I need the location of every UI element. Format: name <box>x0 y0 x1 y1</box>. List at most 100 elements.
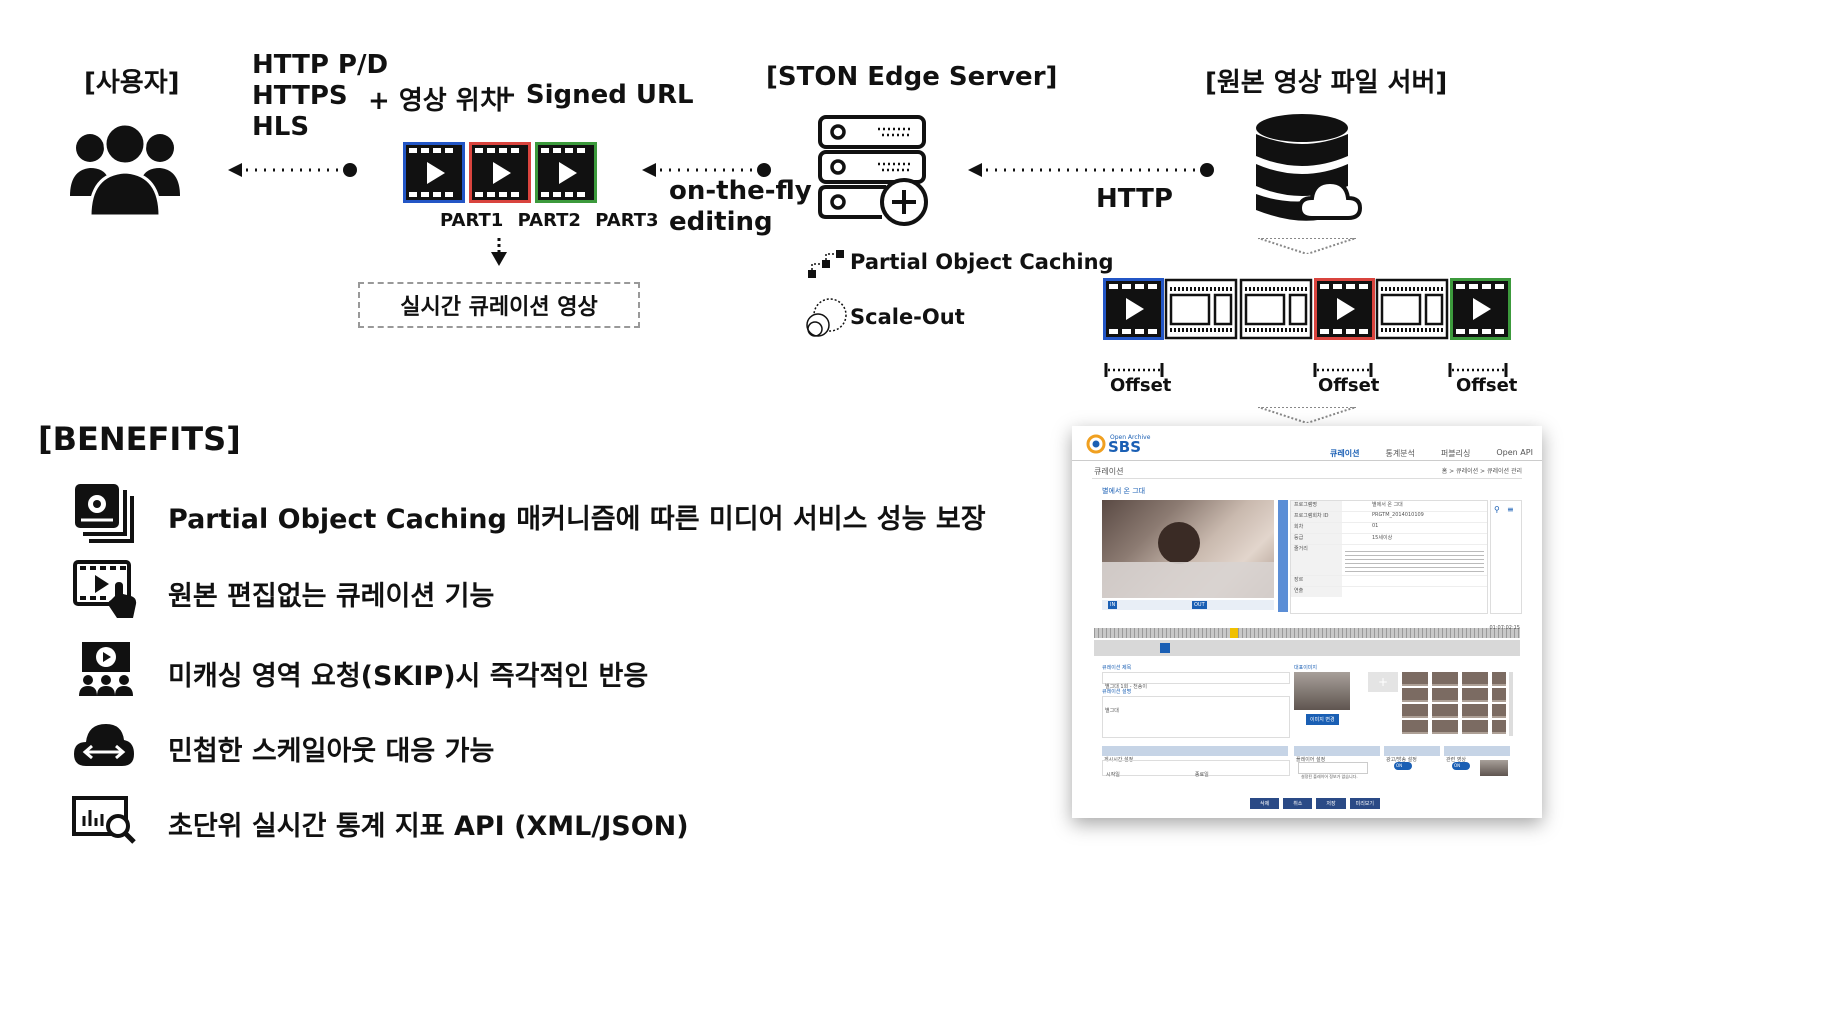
sbs-autoplay-header: 광고/방송 설정 <box>1384 746 1440 763</box>
fly-line1: on-the-fly <box>669 176 812 206</box>
user-label: [사용자] <box>84 68 180 98</box>
part-labels: PART1 PART2 PART3 <box>440 210 659 231</box>
server-add-icon <box>818 115 928 226</box>
sbs-action-buttons: 삭제 취소 저장 미리보기 <box>1250 798 1381 809</box>
sbs-timeline-marker[interactable] <box>1230 628 1238 638</box>
arrow-down-icon <box>491 238 507 266</box>
sbs-archive-label: Open Archive <box>1110 434 1151 441</box>
scale-out-label: Scale-Out <box>850 305 965 329</box>
benefits-title: [BENEFITS] <box>38 420 241 458</box>
gallery-icon <box>75 484 134 543</box>
sbs-info-row: 연출 <box>1291 587 1487 597</box>
sbs-side-panel: ⚲ ≡ <box>1490 500 1522 614</box>
sbs-curation-title-label: 큐레이션 제목 <box>1102 665 1132 671</box>
sbs-related-header: 관련 영상 <box>1444 746 1510 763</box>
users-icon <box>70 122 180 216</box>
sbs-related-thumb <box>1480 760 1508 776</box>
partial-object-caching-label: Partial Object Caching <box>850 250 1114 274</box>
param-signed-url: + Signed URL <box>495 80 694 110</box>
sbs-rep-image <box>1294 672 1350 710</box>
sbs-thumbnail-scrollbar[interactable] <box>1509 672 1513 736</box>
sbs-info-row: 줄거리 <box>1291 545 1487 576</box>
strip-frame-blue <box>1103 278 1164 340</box>
sbs-video-figure <box>1158 522 1200 564</box>
sbs-nav-publishing[interactable]: 퍼블리싱 <box>1440 449 1471 458</box>
down-triangle-icon-1 <box>1258 238 1356 254</box>
sbs-in-button[interactable]: IN <box>1108 601 1118 609</box>
sbs-logo-icon <box>1086 434 1106 454</box>
video-touch-icon <box>73 560 137 618</box>
sbs-player-select[interactable]: 설정된 플레이어 정보가 없습니다. <box>1298 762 1368 779</box>
sbs-autoplay-toggle[interactable]: ON <box>1394 762 1412 770</box>
offset-label-2: Offset <box>1318 375 1380 396</box>
sbs-delete-button[interactable]: 삭제 <box>1250 798 1280 809</box>
sbs-image-change-button[interactable]: 이미지 변경 <box>1306 714 1339 725</box>
part2-film <box>469 142 531 203</box>
sbs-side-search-icon[interactable]: ⚲ <box>1494 505 1500 514</box>
scale-out-icon <box>806 298 847 337</box>
sbs-nav-curation[interactable]: 큐레이션 <box>1330 449 1360 458</box>
benefit-4-text: 민첩한 스케일아웃 대응 가능 <box>168 736 495 767</box>
benefit-1-text: Partial Object Caching 매커니즘에 따른 미디어 서비스 … <box>168 504 986 535</box>
sbs-nav-openapi[interactable]: Open API <box>1496 448 1533 457</box>
sbs-add-thumb-button[interactable]: + <box>1368 672 1398 692</box>
protocol-http: HTTP P/D <box>252 50 389 80</box>
benefit-2-text: 원본 편집없는 큐레이션 기능 <box>168 581 495 612</box>
sbs-out-button[interactable]: OUT <box>1192 601 1207 609</box>
part3-label: PART3 <box>595 210 659 231</box>
sbs-cancel-button[interactable]: 취소 <box>1283 798 1313 809</box>
sbs-program-title: 별에서 온 그대 <box>1102 487 1146 495</box>
sbs-curation-title-input[interactable]: 별그대 1회 - 천송이 <box>1102 672 1290 690</box>
sbs-nav-stats[interactable]: 통계분석 <box>1385 449 1415 458</box>
part1-film <box>403 142 465 203</box>
sbs-related-toggle[interactable]: ON <box>1452 762 1470 770</box>
sbs-preview-button[interactable]: 미리보기 <box>1349 798 1381 809</box>
protocol-hls: HLS <box>252 112 310 142</box>
benefit-3-text: 미캐싱 영역 요청(SKIP)시 즉각적인 반응 <box>168 661 649 692</box>
sbs-curation-desc-label: 큐레이션 설명 <box>1102 689 1132 695</box>
sbs-save-button[interactable]: 저장 <box>1316 798 1346 809</box>
strip-frame-green <box>1450 278 1511 340</box>
part3-film <box>535 142 597 203</box>
sbs-curation-screenshot: Open Archive SBS 큐레이션 통계분석 퍼블리싱 Open API… <box>1072 426 1542 818</box>
part1-label: PART1 <box>440 210 504 231</box>
sbs-side-list-icon[interactable]: ≡ <box>1507 505 1514 514</box>
sbs-nav: 큐레이션 통계분석 퍼블리싱 Open API <box>1330 448 1533 459</box>
edge-server-label: [STON Edge Server] <box>766 62 1058 92</box>
sbs-timecode: 01:07:02:15 <box>1489 625 1520 631</box>
film-parts-icon <box>403 142 597 203</box>
sbs-breadcrumb: 홈 > 큐레이션 > 큐레이션 관리 <box>1441 468 1522 475</box>
offset-label-1: Offset <box>1110 375 1172 396</box>
sbs-play-button[interactable] <box>1160 643 1170 653</box>
sbs-video-frame[interactable] <box>1102 500 1274 598</box>
sbs-publish-time-header: 게시시간 설정 <box>1102 746 1288 763</box>
down-triangle-icon-2 <box>1258 407 1356 423</box>
sbs-publish-time-fields[interactable]: 시작일 종료일 <box>1102 760 1290 778</box>
offset-marker-3 <box>1448 363 1508 377</box>
sbs-player-header: 플레이어 설정 <box>1294 746 1380 763</box>
sbs-info-tab[interactable] <box>1278 500 1288 612</box>
sbs-inout-bar: IN OUT <box>1102 600 1274 610</box>
offset-marker-1 <box>1104 363 1164 377</box>
cloud-arrows-icon <box>74 724 134 766</box>
fly-line2: editing <box>669 207 773 237</box>
sbs-timeline-ruler[interactable] <box>1094 628 1520 638</box>
sbs-curation-desc-input[interactable]: 별그대 <box>1102 696 1290 738</box>
sbs-logo-text: SBS <box>1108 438 1142 456</box>
arrow-to-user <box>228 163 357 177</box>
offset-label-3: Offset <box>1456 375 1518 396</box>
film-parts <box>403 142 598 208</box>
arrow-to-edge <box>968 163 1214 177</box>
sbs-thumbnail-grid[interactable] <box>1402 672 1506 736</box>
part2-label: PART2 <box>517 210 581 231</box>
sbs-timeline-controls <box>1094 640 1520 656</box>
arrow-to-films <box>642 163 771 177</box>
param-position: + 영상 위치 <box>368 86 504 116</box>
original-video-strip <box>1103 278 1511 340</box>
strip-frame-red <box>1314 278 1375 340</box>
sbs-info-row: 장르 <box>1291 576 1487 587</box>
offset-marker-2 <box>1313 363 1373 377</box>
